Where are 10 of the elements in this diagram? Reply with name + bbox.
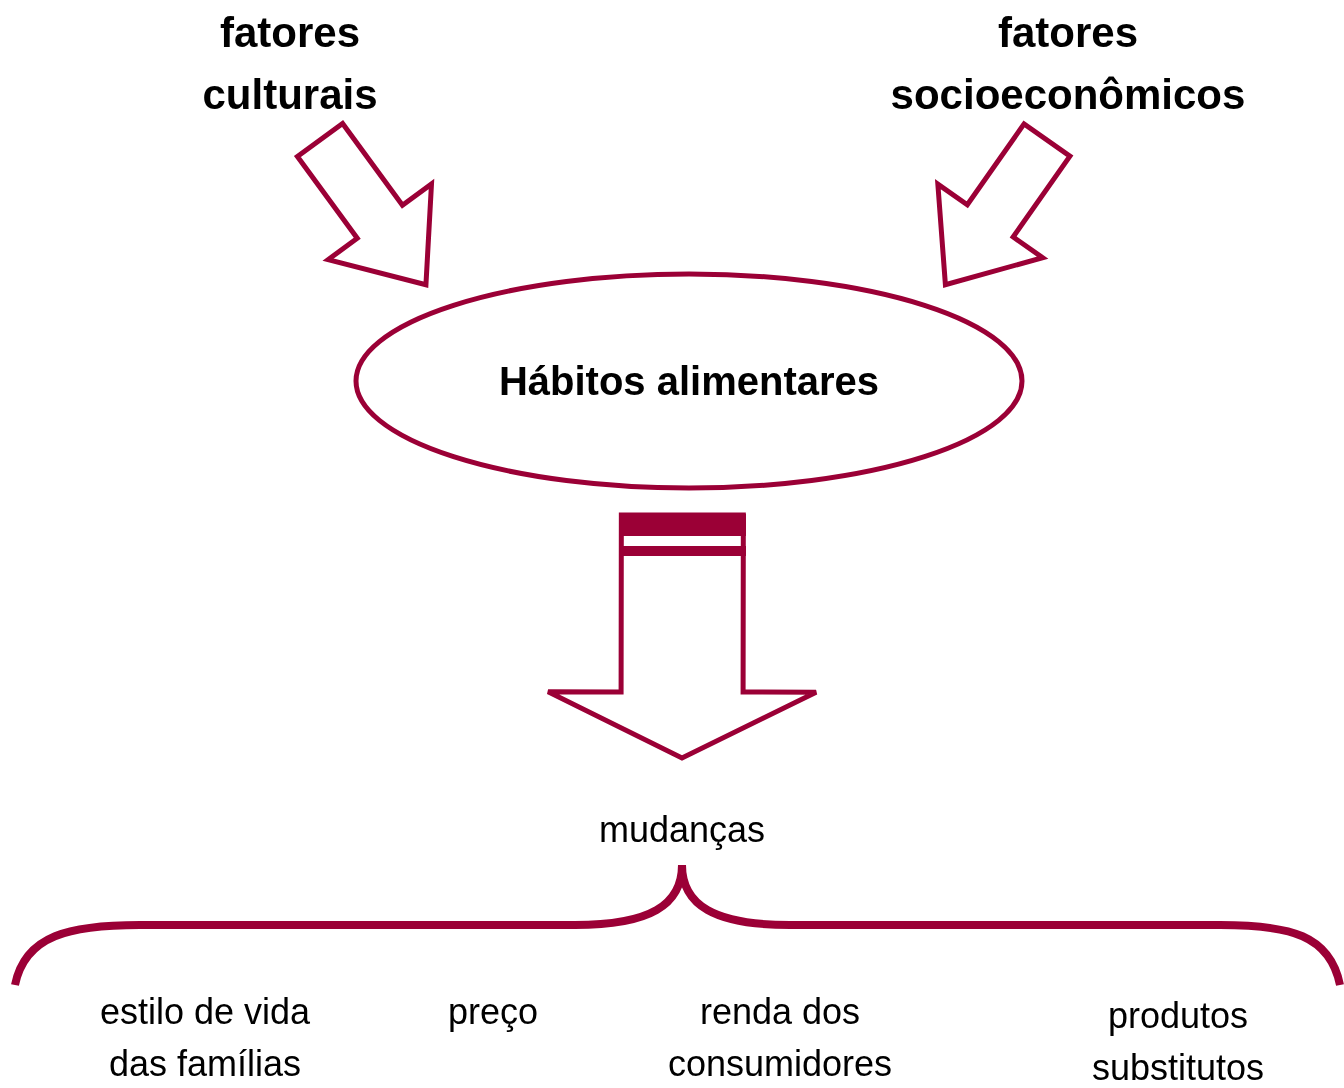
text-label: produtos substitutos: [1058, 990, 1298, 1088]
text-label: fatores socioeconômicos: [858, 2, 1278, 126]
block-arrow: [293, 119, 435, 288]
text-label: mudanças: [562, 804, 802, 856]
text-label: estilo de vida das famílias: [70, 986, 340, 1088]
node-label: Hábitos alimentares: [498, 358, 880, 404]
block-arrow: [934, 120, 1074, 288]
text-label: renda dos consumidores: [640, 986, 920, 1088]
text-label: fatores culturais: [165, 2, 415, 126]
text-label: preço: [418, 986, 568, 1038]
